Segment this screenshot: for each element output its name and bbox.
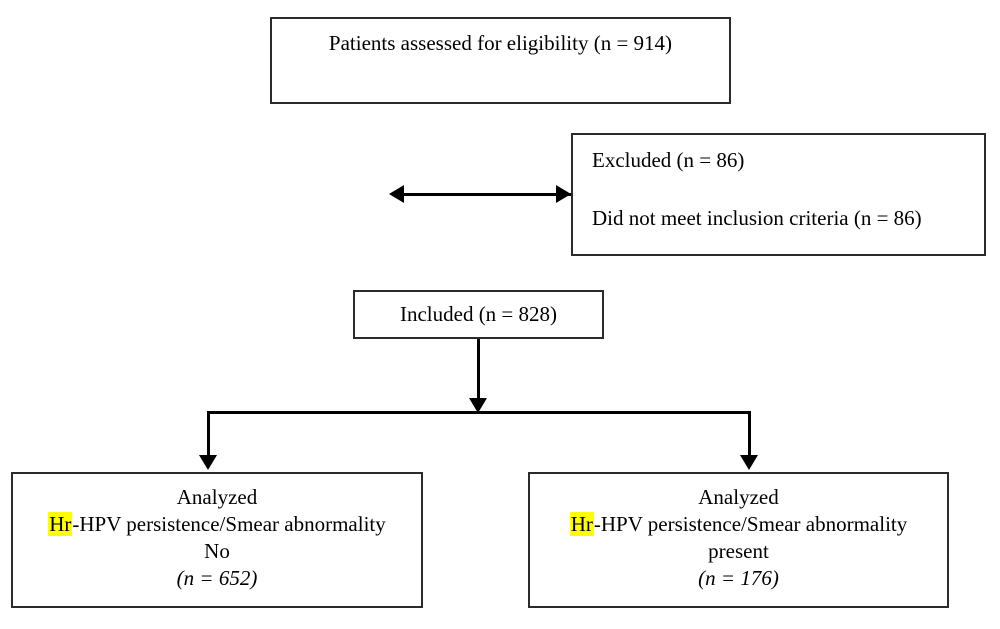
analyzed-left-highlight: Hr: [48, 512, 73, 537]
included-text: Included (n = 828): [399, 302, 558, 326]
arrow-head-down-icon: [469, 398, 487, 413]
connector-split-right-vertical-line: [748, 411, 751, 457]
analyzed-left-line-1: Analyzed: [176, 485, 258, 509]
analyzed-right-line-3: present: [708, 539, 769, 564]
analyzed-right-highlight: Hr: [569, 512, 594, 537]
arrow-head-down-left-icon: [199, 455, 217, 470]
box-analyzed-persistence-present: Analyzed Hr-HPV persistence/Smear abnorm…: [528, 472, 949, 608]
box-patients-assessed-for-eligibility: Patients assessed for eligibility (n = 9…: [270, 17, 731, 104]
excluded-line-2: Did not meet inclusion criteria (n = 86): [592, 206, 922, 230]
analyzed-right-count: (n = 176): [698, 566, 779, 591]
eligibility-text: Patients assessed for eligibility (n = 9…: [328, 31, 673, 55]
analyzed-right-line-2-rest: -HPV persistence/Smear abnormality: [593, 512, 908, 537]
box-analyzed-no-persistence: Analyzed Hr-HPV persistence/Smear abnorm…: [11, 472, 423, 608]
analyzed-left-line-2-rest: -HPV persistence/Smear abnormality: [72, 512, 386, 537]
connector-split-left-vertical-line: [207, 411, 210, 457]
connector-eligibility-to-excluded-line: [403, 193, 571, 196]
analyzed-left-line-3: No: [204, 539, 230, 564]
analyzed-left-count: (n = 652): [176, 566, 258, 591]
box-excluded: Excluded (n = 86) Did not meet inclusion…: [571, 133, 986, 256]
analyzed-right-line-1: Analyzed: [698, 485, 779, 509]
analyzed-right-text-stack: Analyzed Hr-HPV persistence/Smear abnorm…: [530, 484, 947, 592]
arrow-head-down-right-icon: [740, 455, 758, 470]
excluded-line-1: Excluded (n = 86): [592, 148, 745, 172]
connector-included-vertical-line: [477, 339, 480, 402]
analyzed-left-line-2: Hr-HPV persistence/Smear abnormality: [13, 511, 421, 538]
arrow-head-right-icon: [556, 185, 571, 203]
connector-split-horizontal-bar: [207, 411, 751, 414]
box-included: Included (n = 828): [353, 290, 604, 339]
analyzed-right-line-2: Hr-HPV persistence/Smear abnormality: [530, 511, 947, 538]
analyzed-left-text-stack: Analyzed Hr-HPV persistence/Smear abnorm…: [13, 484, 421, 592]
arrow-head-left-icon: [389, 185, 404, 203]
